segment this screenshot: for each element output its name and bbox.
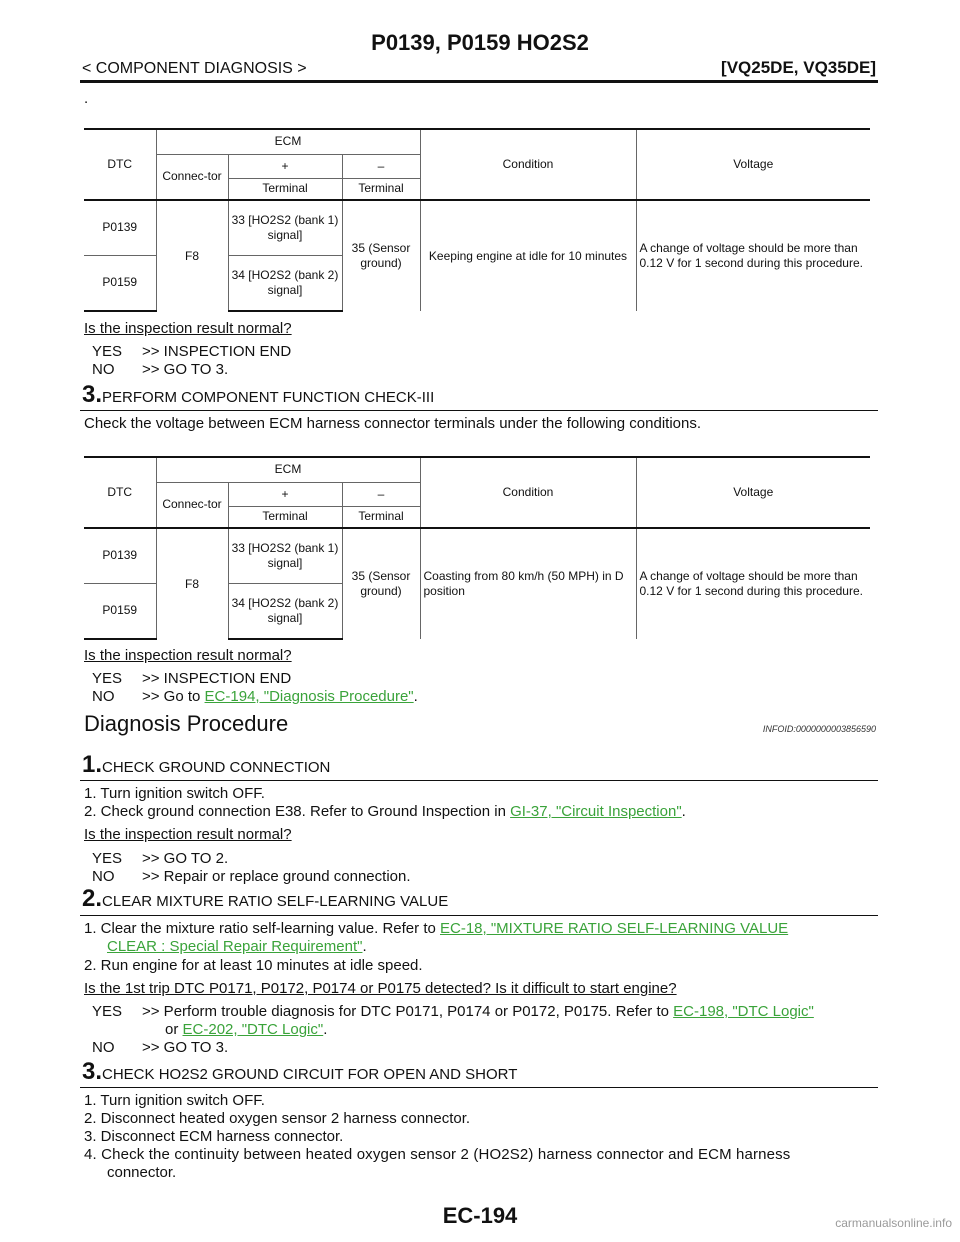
th-minus: –	[342, 482, 421, 507]
step-2-rule	[80, 915, 878, 916]
step-2-item-2: 2. Run engine for at least 10 minutes at…	[84, 957, 423, 974]
th-condition: Condition	[420, 128, 637, 200]
cell-dtc-p0159: P0159	[84, 583, 157, 640]
voltage-table-idle: DTC ECM Condition Voltage Connec-tor + –…	[84, 128, 870, 312]
answer-no-4: NO>> GO TO 3.	[92, 1039, 229, 1056]
step-2-heading: 2.CLEAR MIXTURE RATIO SELF-LEARNING VALU…	[82, 885, 449, 912]
cell-plus-34: 34 [HO2S2 (bank 2) signal]	[228, 255, 343, 312]
cell-voltage: A change of voltage should be more than …	[636, 527, 870, 639]
th-terminal-plus: Terminal	[228, 506, 343, 528]
link-ec-18-cont[interactable]: CLEAR : Special Repair Requirement"	[107, 938, 363, 955]
link-diagnosis-procedure[interactable]: EC-194, "Diagnosis Procedure"	[204, 688, 414, 705]
answer-yes-2: YES>> INSPECTION END	[92, 670, 292, 687]
cell-plus-33: 33 [HO2S2 (bank 1) signal]	[228, 199, 343, 256]
step-3-text: Check the voltage between ECM harness co…	[84, 415, 702, 432]
th-dtc: DTC	[84, 456, 157, 528]
step-3b-item-2: 2. Disconnect heated oxygen sensor 2 har…	[84, 1110, 471, 1127]
th-terminal-minus: Terminal	[342, 506, 421, 528]
th-ecm: ECM	[156, 456, 421, 483]
header-rule	[80, 80, 878, 83]
th-voltage: Voltage	[636, 128, 870, 200]
step-1-item-1: 1. Turn ignition switch OFF.	[84, 785, 265, 802]
voltage-table-coasting: DTC ECM Condition Voltage Connec-tor + –…	[84, 456, 870, 640]
th-minus: –	[342, 154, 421, 179]
link-ec-18[interactable]: EC-18, "MIXTURE RATIO SELF-LEARNING VALU…	[440, 920, 789, 937]
answer-yes-3: YES>> GO TO 2.	[92, 850, 229, 867]
step-2-item-1-cont: CLEAR : Special Repair Requirement".	[107, 938, 367, 955]
step-3b-item-4-cont: connector.	[107, 1164, 177, 1181]
link-ec-198[interactable]: EC-198, "DTC Logic"	[673, 1003, 814, 1020]
step-1-rule	[80, 780, 878, 781]
link-ec-202[interactable]: EC-202, "DTC Logic"	[182, 1021, 324, 1038]
question-1: Is the inspection result normal?	[84, 320, 292, 337]
leading-dot: .	[84, 90, 89, 107]
cell-minus-35: 35 (Sensor ground)	[342, 199, 421, 311]
question-3: Is the inspection result normal?	[84, 826, 292, 843]
th-voltage: Voltage	[636, 456, 870, 528]
question-2: Is the inspection result normal?	[84, 647, 292, 664]
cell-connector: F8	[156, 527, 229, 639]
step-1-item-2: 2. Check ground connection E38. Refer to…	[84, 803, 686, 820]
step-3-heading: 3.PERFORM COMPONENT FUNCTION CHECK-III	[82, 381, 435, 408]
page-number: EC-194	[442, 1203, 518, 1228]
th-plus: +	[228, 482, 343, 507]
cell-plus-34: 34 [HO2S2 (bank 2) signal]	[228, 583, 343, 640]
th-dtc: DTC	[84, 128, 157, 200]
cell-minus-35: 35 (Sensor ground)	[342, 527, 421, 639]
cell-dtc-p0139: P0139	[84, 199, 157, 256]
cell-condition: Coasting from 80 km/h (50 MPH) in D posi…	[420, 527, 637, 639]
th-connector: Connec-tor	[156, 482, 229, 528]
question-4: Is the 1st trip DTC P0171, P0172, P0174 …	[84, 980, 677, 997]
answer-yes-4-cont: or EC-202, "DTC Logic".	[165, 1021, 328, 1038]
answer-no-3: NO>> Repair or replace ground connection…	[92, 868, 411, 885]
section-title: Diagnosis Procedure	[84, 711, 289, 736]
th-terminal-plus: Terminal	[228, 178, 343, 200]
th-condition: Condition	[420, 456, 637, 528]
cell-voltage: A change of voltage should be more than …	[636, 199, 870, 311]
cell-dtc-p0139: P0139	[84, 527, 157, 584]
th-connector: Connec-tor	[156, 154, 229, 200]
watermark: carmanualsonline.info	[835, 1216, 952, 1230]
th-plus: +	[228, 154, 343, 179]
step-3b-heading: 3.CHECK HO2S2 GROUND CIRCUIT FOR OPEN AN…	[82, 1058, 518, 1085]
step-3b-item-3: 3. Disconnect ECM harness connector.	[84, 1128, 344, 1145]
step-3b-item-4: 4. Check the continuity between heated o…	[84, 1146, 791, 1163]
cell-dtc-p0159: P0159	[84, 255, 157, 312]
info-id: INFOID:0000000003856590	[762, 724, 876, 734]
step-2-item-1: 1. Clear the mixture ratio self-learning…	[84, 920, 789, 937]
cell-connector: F8	[156, 199, 229, 311]
step-3b-item-1: 1. Turn ignition switch OFF.	[84, 1092, 265, 1109]
page-title: P0139, P0159 HO2S2	[371, 30, 589, 55]
answer-no-1: NO>> GO TO 3.	[92, 361, 229, 378]
chapter-label: < COMPONENT DIAGNOSIS >	[82, 60, 307, 77]
link-gi-37[interactable]: GI-37, "Circuit Inspection"	[510, 803, 682, 820]
answer-yes-4: YES>> Perform trouble diagnosis for DTC …	[92, 1003, 814, 1020]
th-terminal-minus: Terminal	[342, 178, 421, 200]
answer-yes-1: YES>> INSPECTION END	[92, 343, 292, 360]
step-3-rule	[80, 410, 878, 411]
cell-plus-33: 33 [HO2S2 (bank 1) signal]	[228, 527, 343, 584]
answer-no-2: NO>> Go to EC-194, "Diagnosis Procedure"…	[92, 688, 418, 705]
step-1-heading: 1.CHECK GROUND CONNECTION	[82, 751, 331, 778]
cell-condition: Keeping engine at idle for 10 minutes	[420, 199, 637, 311]
th-ecm: ECM	[156, 128, 421, 155]
engine-label: [VQ25DE, VQ35DE]	[721, 58, 876, 77]
step-3b-rule	[80, 1087, 878, 1088]
